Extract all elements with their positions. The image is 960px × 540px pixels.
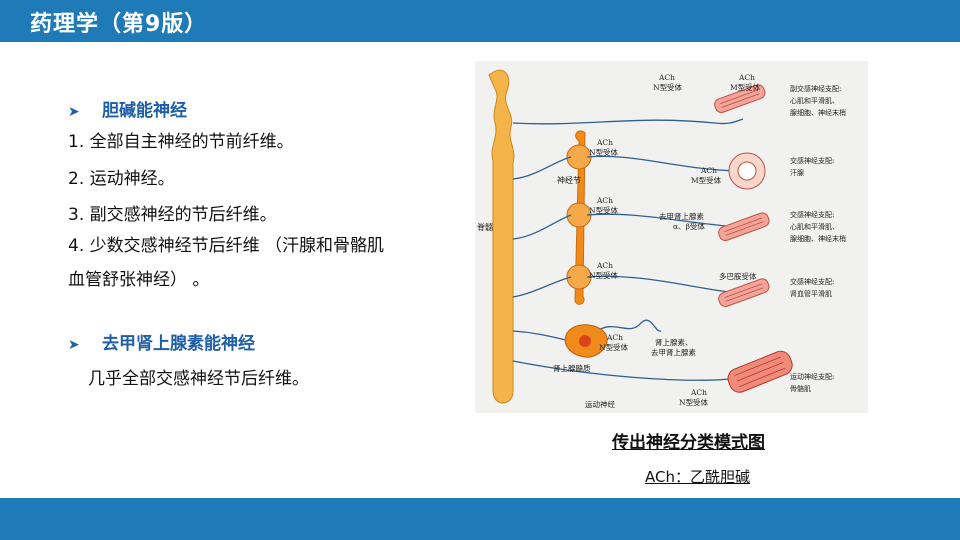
- list-item: 几乎全部交感神经节后纤维。: [88, 369, 309, 389]
- receptor-label: 运动神经: [585, 399, 615, 409]
- smooth-muscle-icon: [714, 84, 766, 113]
- footer-bar: [0, 498, 960, 540]
- receptor-label: M型受体: [730, 82, 761, 92]
- section-heading-text: 胆碱能神经: [102, 101, 187, 121]
- receptor-label: 肾上腺髓质: [553, 363, 591, 373]
- receptor-label: α、β受体: [673, 221, 705, 231]
- receptor-label: N型受体: [679, 397, 709, 407]
- receptor-label: N型受体: [589, 205, 619, 215]
- slide-title: 药理学（第9版）: [30, 12, 208, 37]
- receptor-label: N型受体: [599, 342, 629, 352]
- figure-caption: 传出神经分类模式图: [612, 433, 765, 453]
- innervation-note: 交感神经支配:: [790, 277, 834, 286]
- innervation-note: 骨骼肌: [790, 384, 811, 393]
- receptor-label: 去甲肾上腺素: [659, 211, 704, 221]
- receptor-label: ACh: [658, 73, 675, 82]
- receptor-label: ACh: [738, 73, 755, 82]
- list-item: 3. 副交感神经的节后纤维。: [68, 205, 277, 225]
- section-heading-noradrenergic: ➤ 去甲肾上腺素能神经: [68, 329, 255, 354]
- innervation-note: 腺细胞、神经末梢: [790, 234, 846, 243]
- innervation-note: 汗腺: [790, 168, 804, 177]
- spinal-cord-shape: [488, 69, 515, 404]
- innervation-note: 心肌和平滑肌、: [790, 96, 839, 105]
- efferent-nerve-diagram: 脊髓 神经节: [475, 61, 868, 413]
- header-bar: 药理学（第9版）: [0, 0, 960, 42]
- receptor-label: 去甲肾上腺素: [651, 347, 696, 357]
- spinal-cord-label: 脊髓: [477, 222, 493, 232]
- arrow-bullet-icon: ➤: [68, 104, 80, 120]
- receptor-label: 多巴胺受体: [719, 271, 757, 281]
- sweat-gland-icon: [728, 152, 766, 190]
- innervation-note: 交感神经支配:: [790, 156, 834, 165]
- receptor-label: N型受体: [653, 82, 683, 92]
- innervation-note: 副交感神经支配:: [790, 84, 841, 93]
- innervation-note: 交感神经支配:: [790, 210, 834, 219]
- receptor-label: ACh: [606, 333, 623, 342]
- receptor-label: N型受体: [589, 270, 619, 280]
- receptor-label: ACh: [700, 166, 717, 175]
- section-heading-cholinergic: ➤ 胆碱能神经: [68, 96, 187, 121]
- nerve-fibers: [512, 118, 744, 381]
- receptor-label: M型受体: [691, 175, 722, 185]
- innervation-note: 肾血管平滑肌: [790, 289, 832, 298]
- diagram-canvas: 脊髓 神经节: [477, 69, 846, 409]
- receptor-label: ACh: [596, 196, 613, 205]
- list-item: 4. 少数交感神经节后纤维 （汗腺和骨骼肌: [68, 236, 385, 256]
- section-heading-text: 去甲肾上腺素能神经: [102, 334, 255, 354]
- list-item: 1. 全部自主神经的节前纤维。: [68, 132, 294, 152]
- list-item: 血管舒张神经） 。: [68, 270, 210, 290]
- adrenal-core: [579, 335, 591, 347]
- smooth-muscle-icon: [718, 278, 770, 307]
- receptor-label: ACh: [690, 388, 707, 397]
- receptor-label: ACh: [596, 261, 613, 270]
- skeletal-muscle-icon: [727, 350, 793, 393]
- list-item: 2. 运动神经。: [68, 169, 175, 189]
- arrow-bullet-icon: ➤: [68, 337, 80, 353]
- ganglion-label: 神经节: [557, 175, 581, 185]
- innervation-note: 心肌和平滑肌、: [790, 222, 839, 231]
- innervation-note: 腺细胞、神经末梢: [790, 108, 846, 117]
- receptor-label: ACh: [596, 138, 613, 147]
- figure-subcaption: ACh：乙酰胆碱: [645, 468, 750, 486]
- smooth-muscle-icon: [718, 212, 770, 241]
- receptor-label: 肾上腺素、: [655, 337, 693, 347]
- receptor-label: N型受体: [589, 147, 619, 157]
- innervation-note: 运动神经支配:: [790, 372, 834, 381]
